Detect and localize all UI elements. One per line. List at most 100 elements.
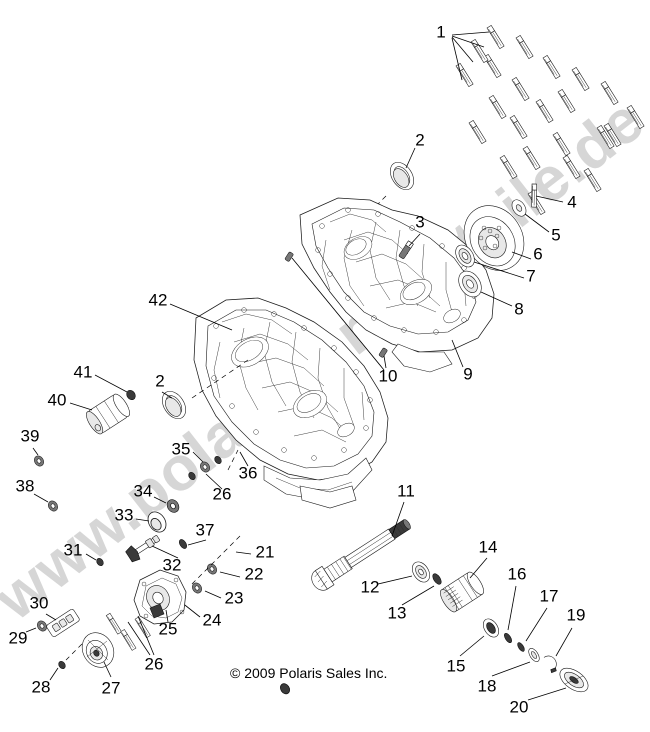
bearing-7 [455, 244, 475, 268]
leader-29 [25, 627, 37, 633]
sensor-40 [86, 393, 130, 435]
leader-26a1 [127, 621, 151, 656]
callout-3: 3 [415, 212, 424, 231]
callout-22: 22 [245, 564, 264, 583]
callout-26b: 26 [213, 484, 232, 503]
callout-9: 9 [463, 364, 472, 383]
callout-35: 35 [172, 439, 191, 458]
leader-26a2 [137, 615, 155, 656]
callout-15: 15 [447, 656, 466, 675]
crankcase-half-right [299, 197, 495, 373]
bearing-8 [458, 270, 482, 298]
callout-4: 4 [567, 192, 576, 211]
leader-22 [219, 571, 241, 578]
leader-11 [391, 501, 405, 537]
callout-33: 33 [115, 505, 134, 524]
callout-16: 16 [508, 564, 527, 583]
callout-28: 28 [32, 677, 51, 696]
plate-30 [46, 609, 80, 637]
leader-28 [49, 667, 59, 681]
flywheel-6 [463, 205, 525, 271]
callout-17: 17 [540, 586, 559, 605]
callout-2b: 2 [155, 371, 164, 390]
washer-18 [528, 648, 540, 662]
leader-18 [491, 661, 531, 677]
callout-40: 40 [48, 390, 67, 409]
leader-30 [45, 613, 57, 621]
washer-13 [432, 573, 442, 585]
callout-6: 6 [533, 244, 542, 263]
washer-5 [511, 199, 527, 217]
leader-7 [473, 261, 525, 279]
seal-20 [559, 667, 589, 693]
bolt-31 [96, 557, 104, 567]
leader-15 [459, 635, 485, 657]
callout-42: 42 [149, 290, 168, 309]
callout-7: 7 [526, 266, 535, 285]
leader-14 [469, 557, 488, 579]
leader-6 [511, 251, 532, 260]
callout-19: 19 [567, 605, 586, 624]
callout-31: 31 [64, 540, 83, 559]
leader-26b [205, 473, 223, 490]
callout-21: 21 [256, 542, 275, 561]
leader-4 [535, 195, 564, 203]
leader-38 [33, 493, 49, 503]
callout-11: 11 [397, 481, 415, 500]
callout-14: 14 [479, 537, 498, 556]
callout-10: 10 [379, 366, 398, 385]
leader-9 [451, 339, 464, 368]
pin-17 [517, 642, 525, 652]
callout-12: 12 [361, 577, 380, 596]
callout-29: 29 [9, 628, 28, 647]
pin-16 [504, 632, 512, 644]
callout-39: 39 [21, 426, 40, 445]
leader-19 [555, 627, 573, 657]
leader-10a [383, 355, 387, 369]
leader-31 [85, 553, 97, 561]
leader-40 [69, 402, 93, 411]
copyright-text: © 2009 Polaris Sales Inc. [230, 665, 387, 681]
leader-37 [187, 539, 207, 546]
leader-23 [204, 590, 222, 599]
bearing-15 [482, 618, 500, 638]
leader-10b [291, 257, 385, 371]
axis-dash-left-seal [191, 359, 249, 399]
bolt-35-group [188, 455, 222, 481]
leader-8 [480, 291, 513, 307]
callout-26a: 26 [145, 654, 164, 673]
callout-37: 37 [196, 520, 215, 539]
collar-33 [147, 511, 167, 533]
leader-16 [507, 585, 517, 631]
callout-41: 41 [74, 362, 93, 381]
callout-1-leaders [451, 31, 490, 81]
bearing-12 [412, 561, 430, 583]
shift-linkage-32 [125, 535, 160, 563]
leader-25 [165, 609, 169, 623]
leader-42 [169, 303, 233, 331]
leader-12 [377, 575, 413, 585]
leader-5 [524, 213, 550, 233]
pin-37 [178, 539, 188, 549]
leader-34 [153, 496, 167, 504]
leader-32 [151, 545, 179, 559]
callout-27: 27 [102, 678, 121, 697]
callout-23: 23 [225, 588, 244, 607]
leader-20 [527, 687, 567, 701]
callout-2a: 2 [415, 130, 424, 149]
callout-13: 13 [388, 603, 407, 622]
leader-35 [192, 451, 204, 463]
leader-27 [103, 661, 112, 678]
callout-8: 8 [514, 299, 523, 318]
callout-5: 5 [551, 225, 560, 244]
leader-2b [161, 391, 173, 399]
callout-18: 18 [478, 676, 497, 695]
callout-32: 32 [163, 555, 182, 574]
callout-30: 30 [30, 593, 49, 612]
bolt-28 [58, 660, 66, 670]
bolt-41 [126, 389, 136, 401]
output-shaft-11 [311, 519, 411, 591]
